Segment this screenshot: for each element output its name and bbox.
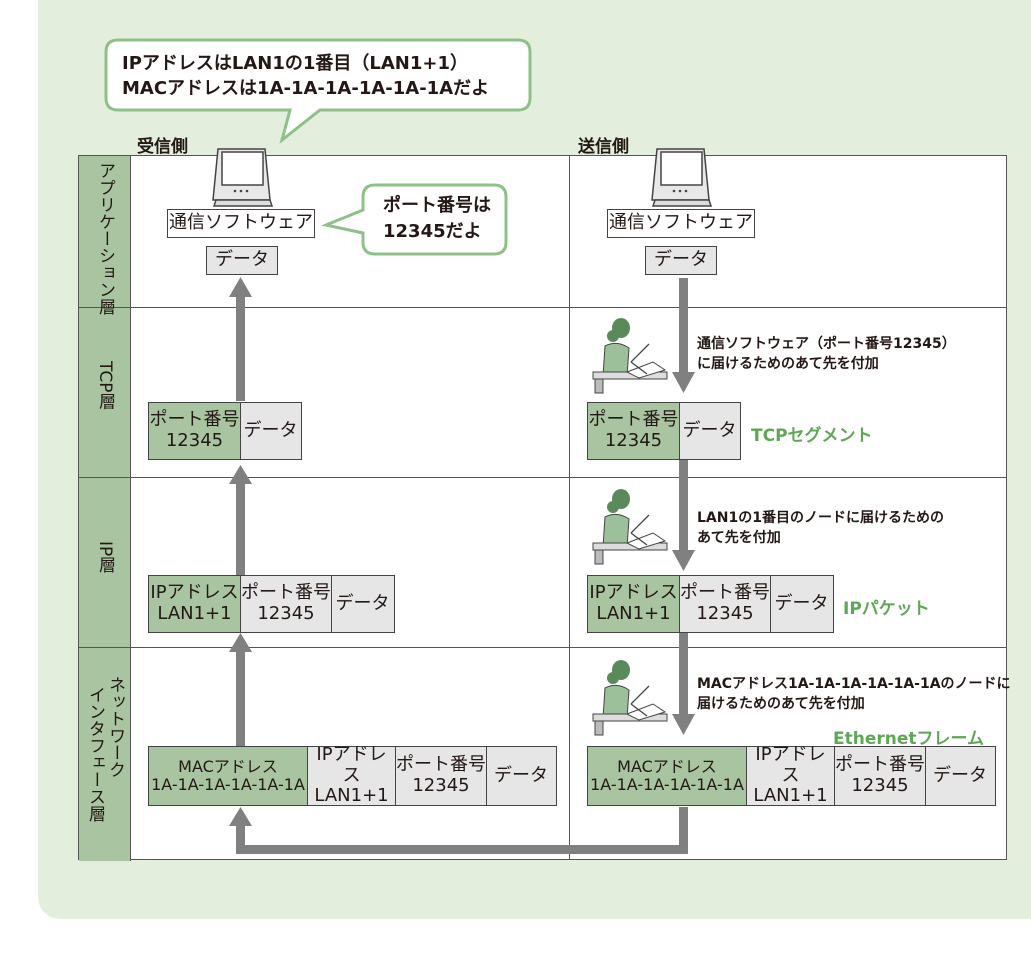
- port-header-value: 12345: [696, 603, 754, 624]
- top-bubble-line2: MACアドレスは1A-1A-1A-1A-1A-1Aだよ: [122, 78, 490, 99]
- layer-label-column: [79, 156, 131, 861]
- mac-header-value: 1A-1A-1A-1A-1A-1A: [151, 775, 305, 794]
- net-note-line1: MACアドレス1A-1A-1A-1A-1A-1Aのノードに: [697, 676, 1011, 692]
- port-header-value: 12345: [851, 775, 909, 796]
- mac-header-value: 1A-1A-1A-1A-1A-1A: [590, 775, 744, 794]
- data-cell: データ: [243, 419, 298, 441]
- sender-data-box: データ: [645, 246, 717, 275]
- data-cell: データ: [774, 592, 829, 614]
- receiver-data-box: データ: [206, 246, 278, 275]
- layer-network-label-line2: インタフェース層: [85, 686, 105, 822]
- ip-header-label: IPアドレス: [150, 582, 239, 604]
- port-header-value: 12345: [604, 430, 663, 451]
- ip-header-value: LAN1+1: [596, 603, 671, 624]
- port-bubble-line1: ポート番号は: [383, 195, 491, 216]
- ethernet-frame-label: Ethernetフレーム: [833, 729, 985, 749]
- tcp-note-line1: 通信ソフトウェア（ポート番号12345）: [697, 336, 956, 352]
- layer-network-label-line1: ネットワーク: [105, 676, 125, 778]
- port-header-label: ポート番号: [835, 754, 925, 776]
- ip-header-value: LAN1+1: [314, 785, 389, 807]
- receiver-software-box: 通信ソフトウェア: [167, 209, 315, 238]
- top-bubble-line1: IPアドレスはLAN1の1番目（LAN1+1）: [122, 53, 468, 74]
- port-header-label: ポート番号: [396, 754, 486, 776]
- port-header-value: 12345: [412, 775, 470, 796]
- ip-header-label: IPアドレス: [316, 743, 387, 786]
- ip-note-line1: LAN1の1番目のノードに届けるための: [697, 510, 944, 526]
- layer-ip-label: IP層: [95, 541, 115, 574]
- sender-software-box: 通信ソフトウェア: [607, 209, 755, 238]
- port-header-value: 12345: [165, 430, 224, 451]
- ip-header-label: IPアドレス: [589, 582, 678, 604]
- ip-note-line2: あて先を付加: [697, 530, 781, 547]
- ip-header-value: LAN1+1: [157, 603, 232, 624]
- port-header-value: 12345: [257, 603, 315, 624]
- port-header-label: ポート番号: [588, 409, 679, 431]
- tcp-note: 通信ソフトウェア（ポート番号12345） に届けるためのあて先を付加: [697, 334, 956, 375]
- data-cell: データ: [335, 592, 390, 614]
- data-cell: データ: [682, 419, 737, 441]
- divider-receiver-sender: [569, 156, 570, 859]
- row-divider-3: [79, 647, 1006, 648]
- ip-note: LAN1の1番目のノードに届けるためのあて先を付加: [697, 508, 944, 549]
- receiver-label: 受信側: [137, 137, 188, 157]
- data-cell: データ: [494, 764, 548, 786]
- ip-packet-label: IPパケット: [843, 599, 930, 619]
- layer-application-label: アプリケーション層: [95, 162, 115, 315]
- net-note: MACアドレス1A-1A-1A-1A-1A-1Aのノードに届けるためのあて先を付…: [697, 674, 1011, 715]
- port-header-label: ポート番号: [241, 582, 331, 604]
- tcp-note-line2: に届けるためのあて先を付加: [697, 356, 879, 373]
- mac-header-label: MACアドレス: [617, 756, 717, 776]
- mac-header-label: MACアドレス: [178, 756, 278, 776]
- port-header-label: ポート番号: [149, 409, 240, 431]
- ip-header-value: LAN1+1: [753, 785, 828, 807]
- row-divider-2: [79, 477, 1006, 478]
- data-cell: データ: [933, 764, 987, 786]
- tcp-segment-label: TCPセグメント: [751, 426, 873, 446]
- sender-label: 送信側: [578, 137, 629, 157]
- layer-tcp-label: TCP層: [95, 361, 115, 410]
- row-divider-1: [79, 307, 1006, 308]
- port-bubble-line2: 12345だよ: [383, 221, 482, 242]
- ip-header-label: IPアドレス: [755, 743, 826, 786]
- port-header-label: ポート番号: [680, 582, 770, 604]
- net-note-line2: 届けるためのあて先を付加: [697, 696, 865, 713]
